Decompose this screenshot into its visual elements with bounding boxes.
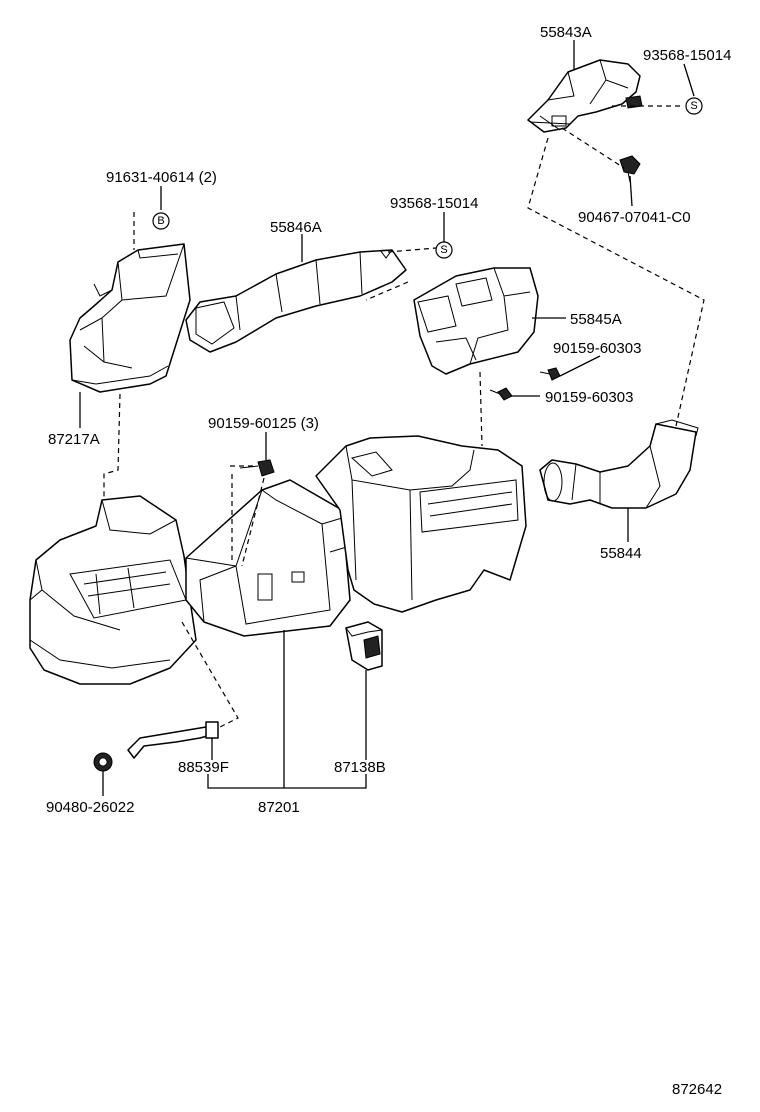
duct-55844-drawing bbox=[539, 419, 699, 509]
callout-s-mid: S bbox=[435, 241, 453, 259]
svg-text:B: B bbox=[157, 215, 164, 227]
duct-55845A-drawing bbox=[413, 267, 539, 375]
label-55846A: 55846A bbox=[270, 219, 322, 236]
label-87138B: 87138B bbox=[334, 759, 386, 776]
label-87201: 87201 bbox=[258, 799, 300, 816]
evaporator-housing-drawing bbox=[315, 435, 527, 613]
label-90159-60303-a: 90159-60303 bbox=[553, 340, 641, 357]
figure-id: 872642 bbox=[672, 1081, 722, 1098]
svg-text:S: S bbox=[440, 244, 447, 256]
clip-90467-drawing bbox=[619, 155, 641, 183]
label-91631-40614: 91631-40614 (2) bbox=[106, 169, 217, 186]
duct-55843A-drawing bbox=[527, 59, 643, 133]
duct-55846A-drawing bbox=[185, 249, 407, 353]
label-55843A: 55843A bbox=[540, 24, 592, 41]
grommet-90480-drawing bbox=[93, 752, 113, 772]
label-55845A: 55845A bbox=[570, 311, 622, 328]
label-93568-15014-mid: 93568-15014 bbox=[390, 195, 478, 212]
case-87201-drawing bbox=[185, 479, 351, 637]
label-88539F: 88539F bbox=[178, 759, 229, 776]
blower-unit-drawing bbox=[29, 495, 197, 685]
hose-88539F-drawing bbox=[127, 721, 219, 759]
resistor-87138B-drawing bbox=[345, 621, 383, 671]
label-87217A: 87217A bbox=[48, 431, 100, 448]
label-90480-26022: 90480-26022 bbox=[46, 799, 134, 816]
assembly-dashed-lines bbox=[103, 105, 705, 729]
label-90159-60125: 90159-60125 (3) bbox=[208, 415, 319, 432]
screw-90159-60125-drawing bbox=[239, 459, 275, 477]
label-90159-60303-b: 90159-60303 bbox=[545, 389, 633, 406]
label-90467-07041-C0: 90467-07041-C0 bbox=[578, 209, 691, 226]
label-55844: 55844 bbox=[600, 545, 642, 562]
callout-s-top: S bbox=[685, 97, 703, 115]
label-93568-15014-top: 93568-15014 bbox=[643, 47, 731, 64]
duct-87217A-drawing bbox=[69, 243, 191, 393]
callout-b-left: B bbox=[152, 212, 170, 230]
svg-text:S: S bbox=[690, 100, 697, 112]
leader-lines bbox=[79, 40, 695, 796]
